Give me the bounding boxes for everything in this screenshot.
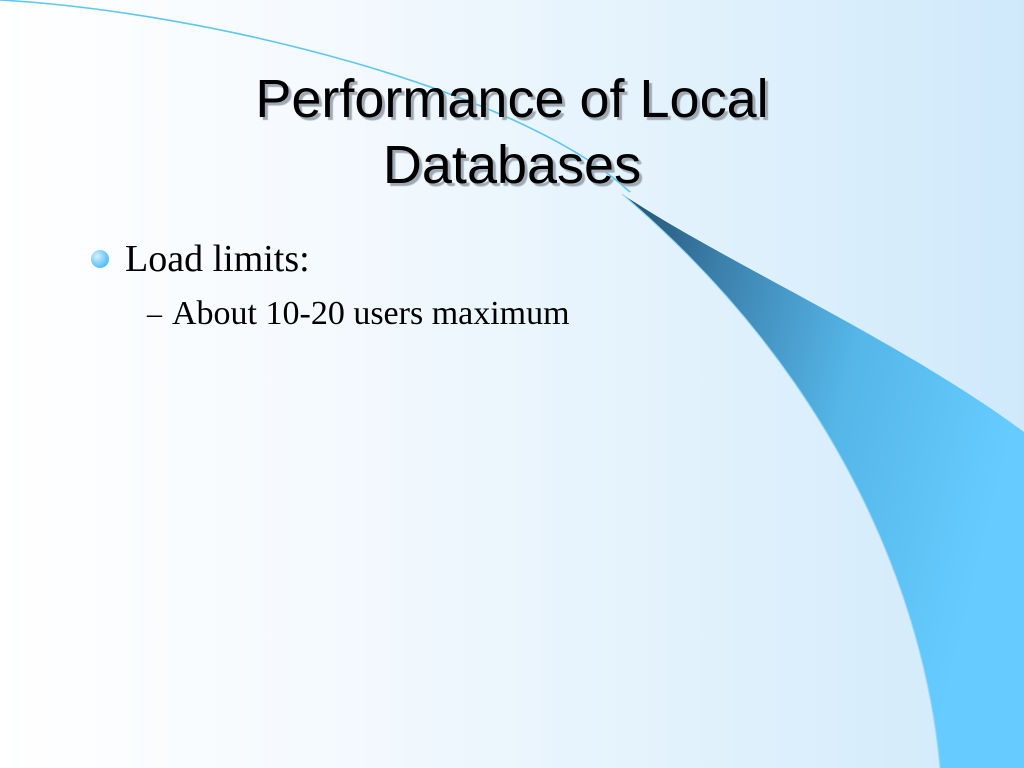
sub-bullet-item: – About 10-20 users maximum [88,284,888,344]
thin-arc-line [0,0,631,193]
bullet-dot-icon [91,250,109,268]
bullet-text: Load limits: [125,238,310,280]
slide-title: Performance of Local Databases [255,69,769,195]
swoosh-edge [621,193,941,768]
bullet-item: Load limits: – About 10-20 users maximum [88,234,888,344]
sub-bullet-text: About 10-20 users maximum [172,295,570,332]
bullet-list: Load limits: – About 10-20 users maximum [88,234,888,344]
dash-icon: – [147,297,162,330]
swoosh-shape [622,194,1024,768]
bullet-row: Load limits: [88,234,888,284]
